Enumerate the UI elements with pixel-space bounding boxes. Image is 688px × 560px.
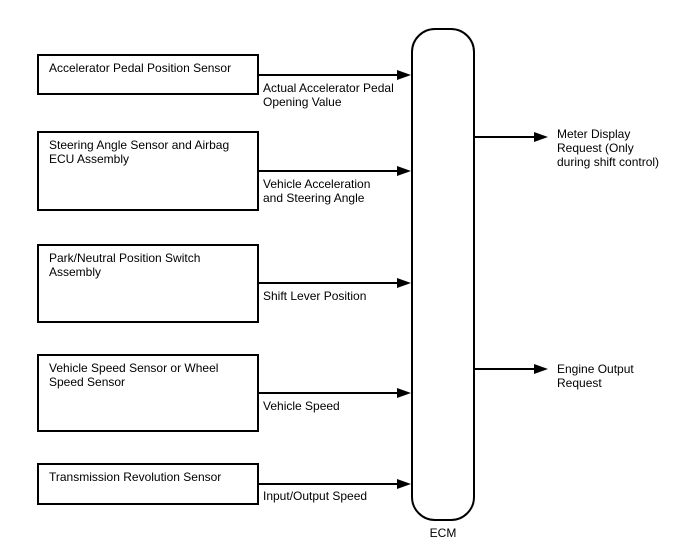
output-label: Meter Display Request (Only during shift… xyxy=(557,127,660,169)
connector-line xyxy=(259,392,399,394)
signal-label: Vehicle Speed xyxy=(263,399,340,413)
sensor-box: Steering Angle Sensor and Airbag ECU Ass… xyxy=(37,131,259,211)
sensor-box-label: Steering Angle Sensor and Airbag ECU Ass… xyxy=(49,138,230,166)
connector-line xyxy=(259,170,399,172)
signal-label: Actual Accelerator Pedal Opening Value xyxy=(263,81,394,109)
arrowhead-icon xyxy=(534,132,548,142)
connector-line xyxy=(475,136,536,138)
arrowhead-icon xyxy=(534,364,548,374)
sensor-box: Accelerator Pedal Position Sensor xyxy=(37,54,259,95)
sensor-box: Transmission Revolution Sensor xyxy=(37,463,259,505)
ecm-block xyxy=(411,28,475,521)
arrowhead-icon xyxy=(397,278,411,288)
sensor-box-label: Park/Neutral Position Switch Assembly xyxy=(49,251,201,279)
signal-label: Vehicle Acceleration and Steering Angle xyxy=(263,177,371,205)
sensor-box-label: Transmission Revolution Sensor xyxy=(49,470,222,484)
arrowhead-icon xyxy=(397,166,411,176)
arrowhead-icon xyxy=(397,70,411,80)
connector-line xyxy=(259,74,399,76)
sensor-box: Park/Neutral Position Switch Assembly xyxy=(37,244,259,323)
connector-line xyxy=(475,368,536,370)
signal-label: Shift Lever Position xyxy=(263,289,367,303)
arrowhead-icon xyxy=(397,479,411,489)
connector-line xyxy=(259,483,399,485)
connector-line xyxy=(259,282,399,284)
ecm-label: ECM xyxy=(429,526,457,540)
arrowhead-icon xyxy=(397,388,411,398)
sensor-box: Vehicle Speed Sensor or Wheel Speed Sens… xyxy=(37,354,259,432)
signal-label: Input/Output Speed xyxy=(263,489,368,503)
sensor-box-label: Accelerator Pedal Position Sensor xyxy=(49,61,232,75)
sensor-box-label: Vehicle Speed Sensor or Wheel Speed Sens… xyxy=(49,361,219,389)
output-label: Engine Output Request xyxy=(557,362,634,390)
